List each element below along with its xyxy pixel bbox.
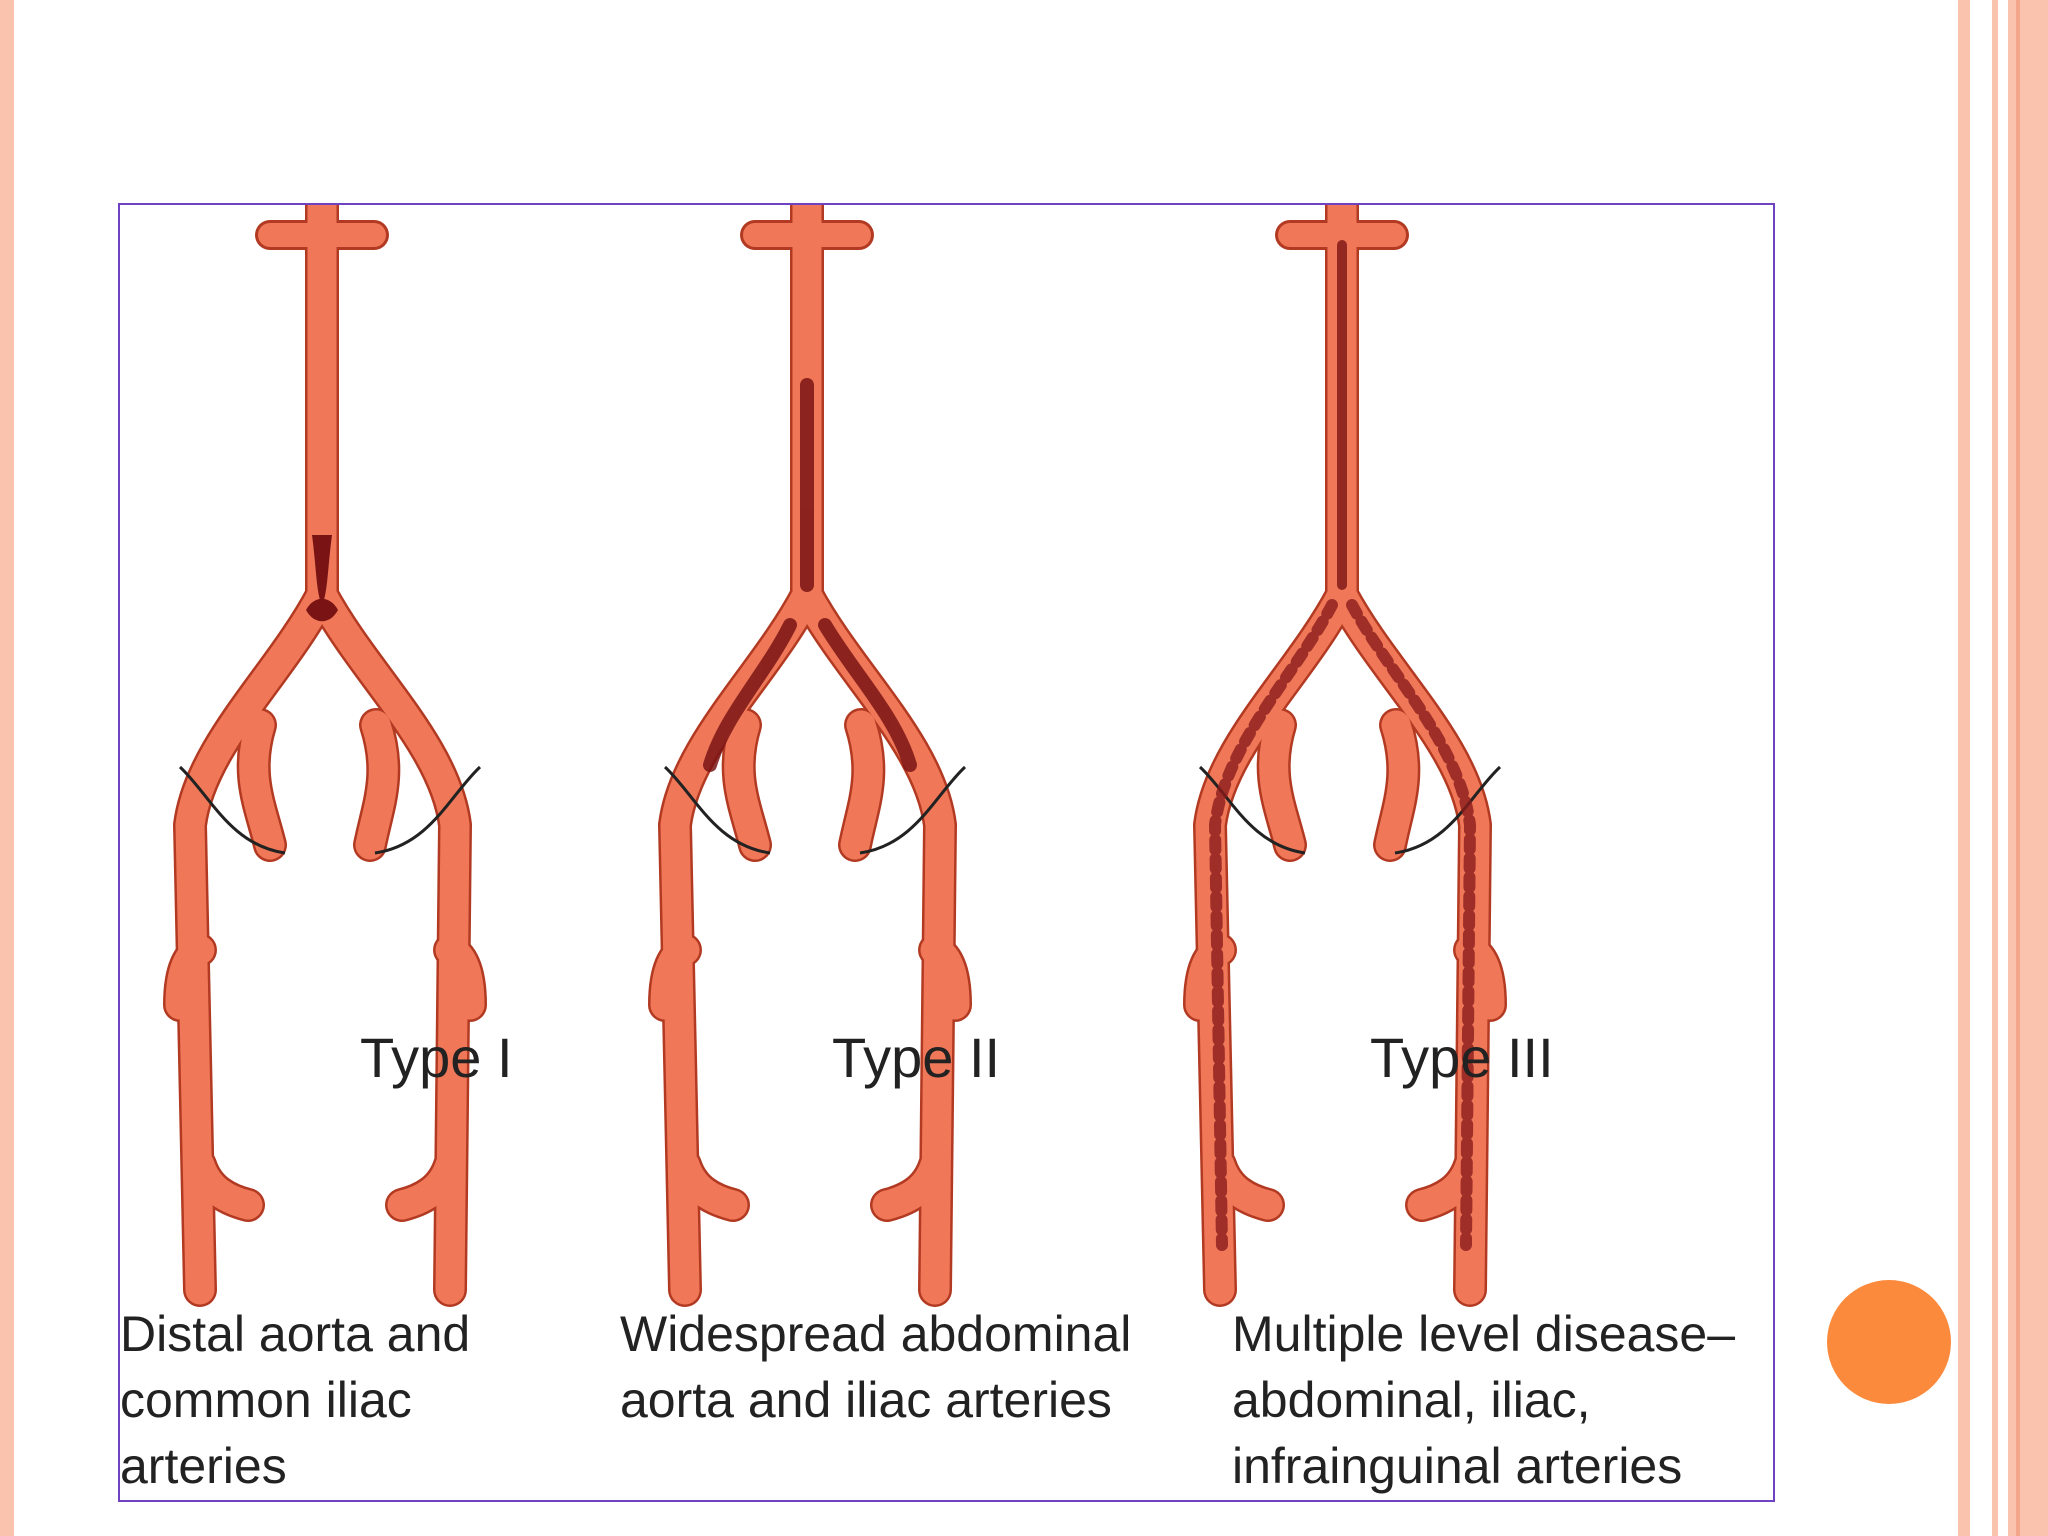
panel-type-i-arteries [180, 205, 480, 1290]
panel-type-ii-arteries [665, 205, 965, 1290]
artery-illustration [120, 205, 1775, 1502]
slide-border-right-stripe [2016, 0, 2020, 1536]
caption-line: Widespread abdominal [620, 1306, 1132, 1362]
caption-type-iii: Multiple level disease– abdominal, iliac… [1232, 1301, 1735, 1499]
slide-border-right-stripe [1958, 0, 1970, 1536]
type-iii-label: Type III [1370, 1026, 1554, 1089]
accent-dot [1827, 1280, 1951, 1404]
plaque-aortic-bifurcation [306, 598, 338, 622]
aortoiliac-disease-figure: Type I Type II Type III Distal aorta and… [118, 203, 1775, 1502]
type-ii-label: Type II [832, 1026, 1001, 1089]
caption-line: Multiple level disease– [1232, 1306, 1736, 1362]
slide-border-right-stripe [1992, 0, 1998, 1536]
caption-line: infrainguinal arteries [1232, 1438, 1683, 1494]
caption-line: arteries [120, 1438, 287, 1494]
caption-line: common iliac [120, 1372, 412, 1428]
caption-type-i: Distal aorta and common iliac arteries [120, 1301, 470, 1499]
caption-line: abdominal, iliac, [1232, 1372, 1591, 1428]
type-i-label: Type I [360, 1026, 513, 1089]
caption-type-ii: Widespread abdominal aorta and iliac art… [620, 1301, 1131, 1433]
plaque-distal-aorta [312, 535, 332, 600]
caption-line: Distal aorta and [120, 1306, 471, 1362]
slide-border-right-stripe [2008, 0, 2048, 1536]
slide-border-left [0, 0, 14, 1536]
caption-line: aorta and iliac arteries [620, 1372, 1112, 1428]
panel-type-iii-arteries [1200, 205, 1500, 1290]
